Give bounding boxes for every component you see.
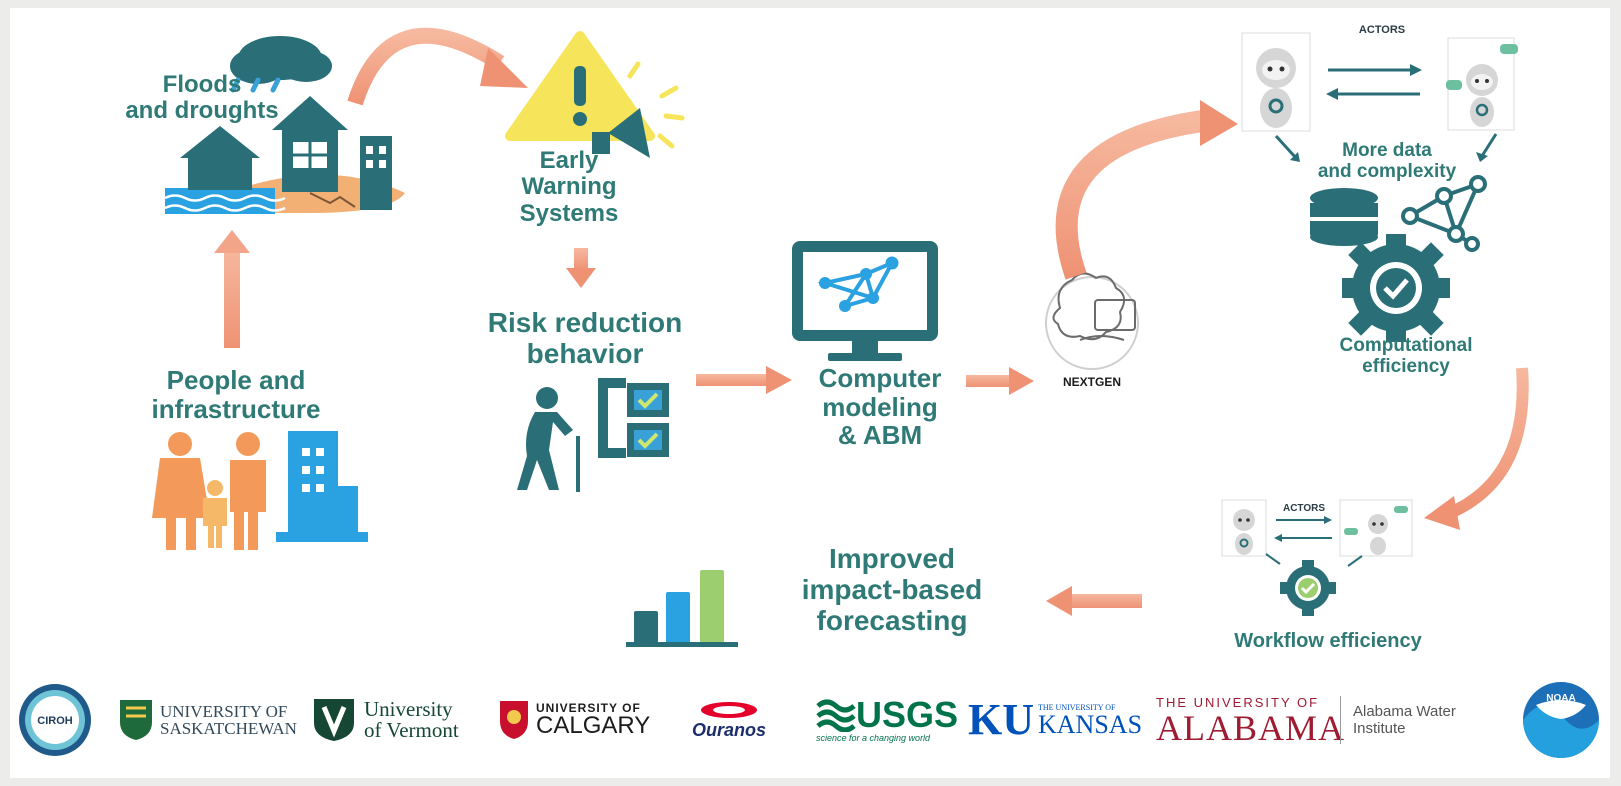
label-floods-droughts: Floods and droughts xyxy=(125,71,279,125)
logo-awi: Alabama Water Institute xyxy=(1340,680,1456,760)
alabama-line1: THE UNIVERSITY OF xyxy=(1156,694,1320,710)
nextgen-icon xyxy=(1045,272,1139,370)
warning-icon xyxy=(505,31,685,158)
label-early-warning: Early Warning Systems xyxy=(519,147,619,227)
ku-mark: KU xyxy=(968,695,1034,744)
arrow-workflow-to-improved xyxy=(1046,586,1072,616)
network-icon xyxy=(1401,175,1487,252)
arrow-computer-to-nextgen xyxy=(1009,367,1034,395)
floods-droughts-icon xyxy=(164,36,405,214)
usgs-tagline: science for a changing world xyxy=(816,733,931,743)
logo-alabama: THE UNIVERSITY OF ALABAMA xyxy=(1156,680,1345,760)
label-workflow-efficiency: Workflow efficiency xyxy=(1234,630,1422,652)
ucalgary-line2: CALGARY xyxy=(536,712,651,739)
logo-ouranos: Ouranos xyxy=(692,680,766,760)
label-actors-top: ACTORS xyxy=(1358,24,1406,36)
label-computer-modeling: Computer modeling & ABM xyxy=(818,363,942,451)
logo-ucalgary: UNIVERSITY OF CALGARY xyxy=(498,680,650,760)
label-risk-reduction: Risk reduction behavior xyxy=(487,307,683,369)
label-actors-bottom: ACTORS xyxy=(1282,503,1326,514)
gear-check-icon xyxy=(1342,234,1450,342)
database-icon xyxy=(1310,188,1378,246)
building-icon xyxy=(276,431,368,542)
logo-ciroh: CIROH xyxy=(14,680,96,760)
uvm-line2: of Vermont xyxy=(364,718,459,742)
noaa-text: NOAA xyxy=(1546,693,1575,704)
arrow-nextgen-to-actors xyxy=(1055,109,1212,280)
ciroh-text: CIROH xyxy=(37,715,73,727)
uvm-line1: University xyxy=(364,697,453,721)
alabama-line2: ALABAMA xyxy=(1156,707,1346,748)
logo-noaa: NOAA xyxy=(1520,680,1602,760)
elderly-checklist-icon xyxy=(517,378,669,492)
people-icon xyxy=(152,432,266,550)
robot-actor-small-right-icon xyxy=(1339,499,1413,557)
awi-line1: Alabama Water xyxy=(1353,702,1456,720)
arrow-people-to-floods xyxy=(214,230,250,253)
arrow-computational-to-workflow xyxy=(1447,367,1529,519)
label-more-data: More data and complexity xyxy=(1317,140,1457,182)
ku-line2: KANSAS xyxy=(1038,709,1143,739)
usask-line2: SASKATCHEWAN xyxy=(160,719,297,738)
label-nextgen: NEXTGEN xyxy=(1062,375,1121,389)
robot-actor-left-icon xyxy=(1241,32,1311,132)
ouranos-text: Ouranos xyxy=(692,719,767,740)
gear-check-small-icon xyxy=(1280,560,1336,616)
ucalgary-line1: UNIVERSITY OF xyxy=(536,701,641,715)
usask-line1: UNIVERSITY OF xyxy=(160,702,288,721)
bar-chart-icon xyxy=(626,570,738,647)
awi-line2: Institute xyxy=(1353,720,1406,737)
arrow-warning-to-risk xyxy=(566,268,596,288)
robot-actor-right-icon xyxy=(1446,37,1518,131)
logo-usgs: USGS science for a changing world xyxy=(816,680,958,760)
usgs-text: USGS xyxy=(856,694,959,735)
arrow-risk-to-computer xyxy=(766,366,792,394)
diagram-graphics xyxy=(152,27,1529,647)
logo-ku: KU THE UNIVERSITY OF KANSAS xyxy=(968,680,1142,760)
monitor-icon xyxy=(792,241,938,361)
robot-actor-small-left-icon xyxy=(1221,499,1267,557)
label-improved-forecasting: Improved impact-based forecasting xyxy=(801,543,983,636)
label-computational-efficiency: Computational efficiency xyxy=(1339,335,1473,377)
ku-line1: THE UNIVERSITY OF xyxy=(1038,702,1116,712)
diagram-canvas: Floods and droughts Early Warning System… xyxy=(10,8,1610,778)
label-people-infrastructure: People and infrastructure xyxy=(151,365,321,424)
logo-uvm: University of Vermont xyxy=(312,680,459,760)
logo-usask: UNIVERSITY OF SASKATCHEWAN xyxy=(118,680,297,760)
arrow-floods-to-warning xyxy=(347,27,505,106)
